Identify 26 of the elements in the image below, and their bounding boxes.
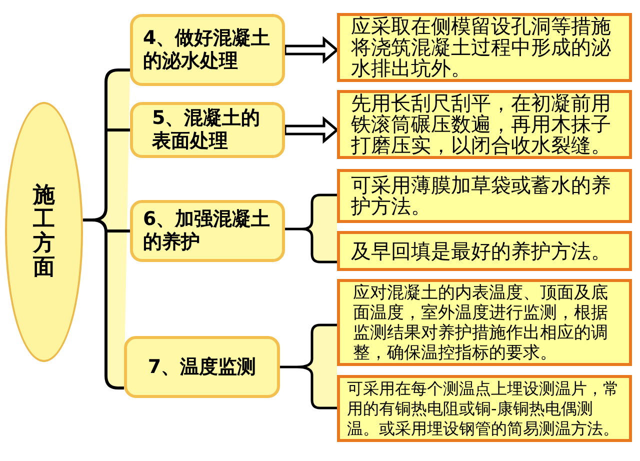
note-text: 可采用薄膜加草袋或蓄水的养护方法。 [351, 175, 612, 217]
note-text: 先用长刮尺刮平，在初凝前用铁滚筒碾压数遍，再用木抹子打磨压实，以闭合收水裂缝。 [351, 93, 612, 156]
note-box [337, 90, 632, 159]
topic-label: 6、加强混凝土的养护 [143, 208, 272, 254]
topic-box [130, 200, 285, 262]
topic-label: 7、温度监测 [148, 356, 256, 378]
note-box [337, 169, 632, 223]
curly-brace [81, 68, 132, 390]
note-box [337, 13, 632, 82]
topic-label: 5、混凝土的表面处理 [152, 107, 262, 153]
topic-label: 4、做好混凝土的泌水处理 [143, 27, 272, 73]
note-box [337, 279, 632, 366]
note-text: 应对混凝土的内表温度、顶面及底面温度，室外温度进行监测，根据监测结果对养护措施作出相应的调整，确保温控指标的要求。 [353, 282, 609, 362]
topic-box [130, 14, 285, 86]
curly-brace [278, 324, 338, 410]
topic-box [124, 336, 280, 398]
note-text: 可采用在每个测温点上埋设测温片，常用的有铜热电阻或铜-康铜热电偶测温。或采用埋设钢管的简易测温方法。 [347, 378, 620, 438]
oval-label: 施工方面 [33, 184, 55, 280]
note-text: 应采取在侧模留设孔洞等措施将浇筑混凝土过程中形成的泌水排出坑外。 [351, 16, 612, 79]
hollow-arrow [284, 116, 339, 144]
topic-box [130, 102, 285, 158]
note-box [337, 231, 632, 271]
note-box [337, 375, 632, 442]
curly-brace [284, 194, 338, 264]
hollow-arrow [284, 36, 339, 64]
note-text: 及早回填是最好的养护方法。 [351, 240, 612, 262]
